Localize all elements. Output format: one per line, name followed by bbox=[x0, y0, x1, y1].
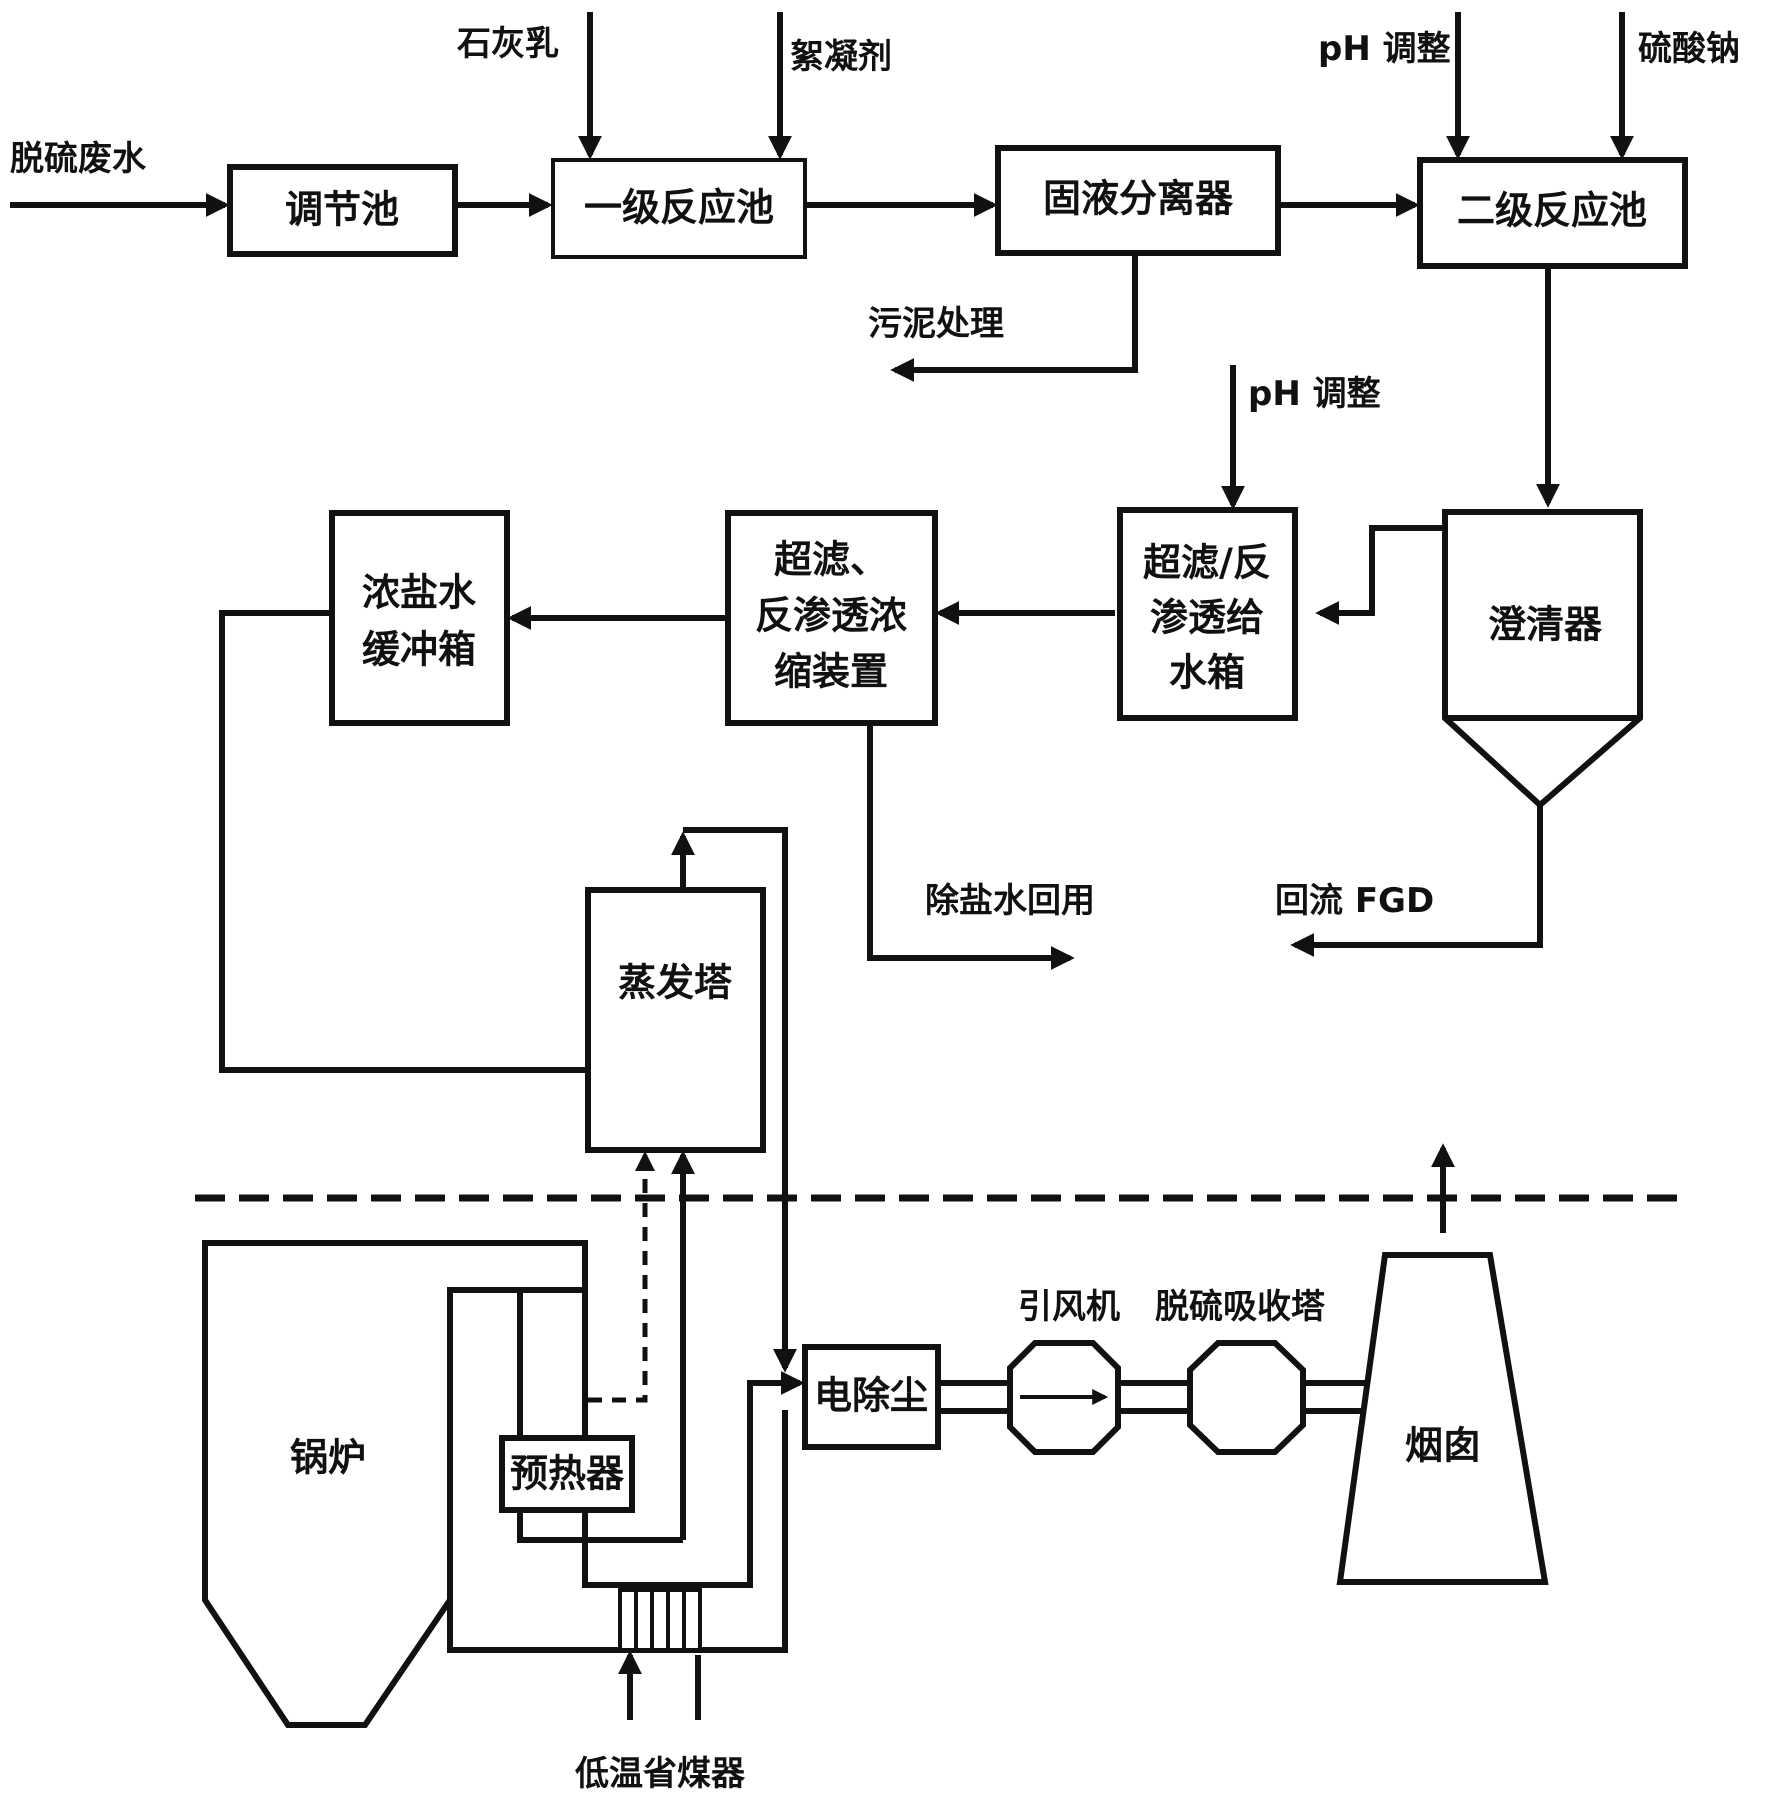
ro-concentrator-label-line-1: 超滤、 bbox=[774, 538, 888, 582]
flow-lines-middle bbox=[219, 365, 1543, 1101]
secondary-reactor-label: 二级反应池 bbox=[1457, 189, 1647, 233]
adjust-tank-label: 调节池 bbox=[285, 188, 399, 232]
low-temp-economizer bbox=[618, 1588, 702, 1720]
arrow-preheater-dashed bbox=[588, 1151, 655, 1403]
ro-feed-tank-label-line-2: 渗透给 bbox=[1150, 596, 1264, 640]
arrow-demineralized-reuse bbox=[867, 723, 1075, 970]
lime-milk-label: 石灰乳 bbox=[456, 24, 559, 64]
brine-buffer-tank-box bbox=[329, 510, 510, 726]
desulfurization-wastewater-label: 脱硫废水 bbox=[10, 139, 147, 179]
flow-lines-top bbox=[10, 12, 1634, 508]
secondary-reactor-box bbox=[1417, 157, 1688, 269]
chimney-label: 烟囱 bbox=[1405, 1424, 1481, 1468]
sludge-treatment-label: 污泥处理 bbox=[868, 304, 1004, 344]
preheater-box bbox=[499, 1435, 635, 1513]
brine-buffer-tank-label-line-2: 缓冲箱 bbox=[362, 628, 476, 672]
arrow-outlet-to-precipitator bbox=[683, 827, 797, 1373]
chimney-shape bbox=[1336, 1252, 1549, 1585]
evaporation-tower-label: 蒸发塔 bbox=[618, 961, 733, 1005]
brine-buffer-tank-label-line-1: 浓盐水 bbox=[362, 571, 477, 615]
line-buffer-to-evaporator bbox=[219, 610, 620, 1073]
clarifier: 澄清器 bbox=[1442, 509, 1643, 810]
clarifier-label: 澄清器 bbox=[1488, 603, 1603, 647]
return-fgd-label: 回流 FGD bbox=[1275, 881, 1434, 921]
boiler-shape bbox=[202, 1240, 588, 1728]
ro-feed-tank-label-line-3: 水箱 bbox=[1169, 651, 1245, 695]
arrow-return-fgd bbox=[1290, 805, 1543, 957]
ph-adjust-top-label: pH 调整 bbox=[1318, 29, 1451, 69]
boiler-label: 锅炉 bbox=[290, 1436, 366, 1480]
precipitator-label: 电除尘 bbox=[814, 1374, 928, 1418]
preheater-label: 预热器 bbox=[510, 1452, 625, 1496]
economizer-block bbox=[618, 1588, 702, 1652]
arrow-flue-to-precipitator bbox=[582, 1371, 805, 1588]
precipitator-box bbox=[802, 1344, 941, 1450]
induced-draft-fan bbox=[1007, 1340, 1121, 1455]
arrow-clarifier-to-feed-tank bbox=[1315, 525, 1445, 625]
primary-reactor-label: 一级反应池 bbox=[584, 186, 774, 230]
induced-draft-fan-label: 引风机 bbox=[1018, 1287, 1120, 1327]
sodium-sulfide-label: 硫酸钠 bbox=[1638, 29, 1740, 69]
ro-concentrator-box bbox=[725, 510, 938, 726]
ro-concentrator-label-line-2: 反渗透浓 bbox=[755, 594, 908, 638]
clarifier-shape bbox=[1442, 509, 1643, 810]
arrow-sludge-out bbox=[890, 256, 1138, 382]
primary-reactor-box bbox=[551, 158, 807, 259]
flue-gas-loop bbox=[588, 827, 797, 1540]
desulfurization-absorber-label: 脱硫吸收塔 bbox=[1155, 1287, 1326, 1327]
ro-concentrator-label-line-3: 缩装置 bbox=[774, 650, 888, 694]
demineralized-reuse-label: 除盐水回用 bbox=[925, 881, 1095, 921]
evaporation-tower-box bbox=[585, 887, 766, 1153]
low-temp-economizer-label: 低温省煤器 bbox=[575, 1754, 746, 1794]
gas-duct-right bbox=[938, 1380, 1380, 1414]
absorber-body bbox=[1187, 1340, 1306, 1455]
solid-liquid-separator-label: 固液分离器 bbox=[1043, 177, 1234, 221]
flocculant-label: 絮凝剂 bbox=[790, 37, 892, 77]
ph-adjust-mid-label: pH 调整 bbox=[1248, 374, 1381, 414]
adjust-tank-box bbox=[227, 164, 458, 257]
ro-feed-tank-box bbox=[1117, 507, 1298, 721]
solid-liquid-separator-box bbox=[995, 145, 1281, 256]
ro-feed-tank-label-line-1: 超滤/反 bbox=[1143, 541, 1271, 585]
